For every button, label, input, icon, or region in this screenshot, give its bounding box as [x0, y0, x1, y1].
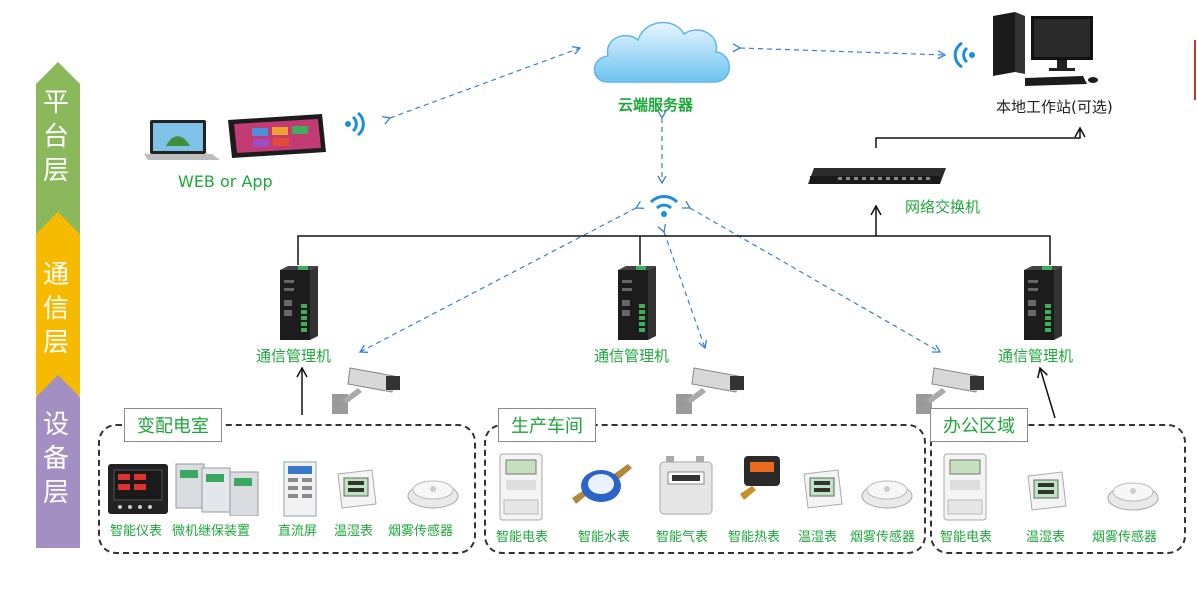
device-label: 烟雾传感器: [850, 530, 916, 545]
device-label: 温湿表: [798, 530, 838, 545]
device-label: 智能电表: [496, 530, 549, 545]
camera-icon: [676, 367, 744, 414]
comm-manager-icon: [618, 266, 656, 340]
thermo-hygrometer-icon: [337, 469, 377, 509]
relay-protection-icon: [175, 463, 259, 516]
zone-title-workshop: 生产车间: [498, 408, 596, 442]
layer-device-label: 设备层: [42, 410, 69, 508]
comm-manager-icon: [280, 266, 318, 340]
wifi-icon: [649, 195, 679, 217]
workstation-label: 本地工作站(可选): [996, 98, 1113, 116]
zone-workshop: [484, 424, 926, 554]
smoke-sensor-icon: [407, 480, 459, 509]
device-label: 温湿表: [1026, 530, 1066, 545]
electric-meter-icon: [943, 453, 987, 521]
zone-substation: [98, 424, 476, 554]
cloud-server-label: 云端服务器: [618, 96, 694, 114]
smoke-sensor-icon: [861, 480, 913, 509]
device-label: 烟雾传感器: [1092, 530, 1158, 545]
heat-meter-icon: [740, 456, 780, 500]
zone-title-substation: 变配电室: [124, 408, 222, 442]
zone-title-office: 办公区域: [930, 408, 1028, 442]
device-label: 智能水表: [578, 530, 631, 545]
web-app-label: WEB or App: [178, 172, 273, 191]
link-wifi-camera3: [681, 200, 942, 353]
layer-column: [30, 60, 86, 550]
camera-icon: [916, 367, 984, 414]
dc-panel-icon: [283, 461, 317, 517]
thermo-hygrometer-icon: [1027, 471, 1067, 511]
device-label: 智能仪表: [110, 524, 163, 539]
comm-manager-icon: [1024, 266, 1062, 340]
link-wifi-camera2: [657, 223, 708, 350]
switch-icon: [808, 168, 946, 184]
switch-label: 网络交换机: [905, 198, 981, 216]
zone-office: [930, 424, 1186, 554]
device-label: 智能气表: [656, 530, 709, 545]
link-cloud-workstation: [732, 43, 947, 60]
comm-manager-label-1: 通信管理机: [256, 347, 332, 365]
smoke-sensor-icon: [1107, 482, 1159, 511]
link-app-cloud: [381, 46, 582, 125]
electric-meter-icon: [499, 453, 543, 521]
cloud-icon: [593, 21, 730, 83]
link-wifi-cm1: [358, 200, 645, 353]
tablet-icon: [228, 114, 326, 158]
layer-comm-label: 通信层: [42, 260, 69, 358]
smart-meter-panel-icon: [108, 464, 168, 514]
desktop-pc-icon: [993, 12, 1098, 86]
device-label: 智能热表: [728, 530, 781, 545]
thermo-hygrometer-icon: [803, 469, 843, 509]
laptop-icon: [144, 120, 220, 160]
comm-manager-label-3: 通信管理机: [998, 347, 1074, 365]
device-label: 烟雾传感器: [388, 524, 454, 539]
gas-meter-icon: [659, 456, 713, 515]
device-label: 智能电表: [940, 530, 993, 545]
comm-manager-label-2: 通信管理机: [594, 347, 670, 365]
device-label: 微机继保装置: [172, 524, 251, 539]
device-label: 温湿表: [334, 524, 374, 539]
camera-icon: [332, 367, 400, 414]
wifi-icon: [953, 41, 975, 69]
water-meter-icon: [572, 464, 632, 504]
ethernet-bus: [297, 235, 1051, 265]
device-label: 直流屏: [278, 524, 318, 539]
layer-platform-label: 平台层: [42, 88, 69, 186]
wifi-icon: [345, 111, 365, 137]
